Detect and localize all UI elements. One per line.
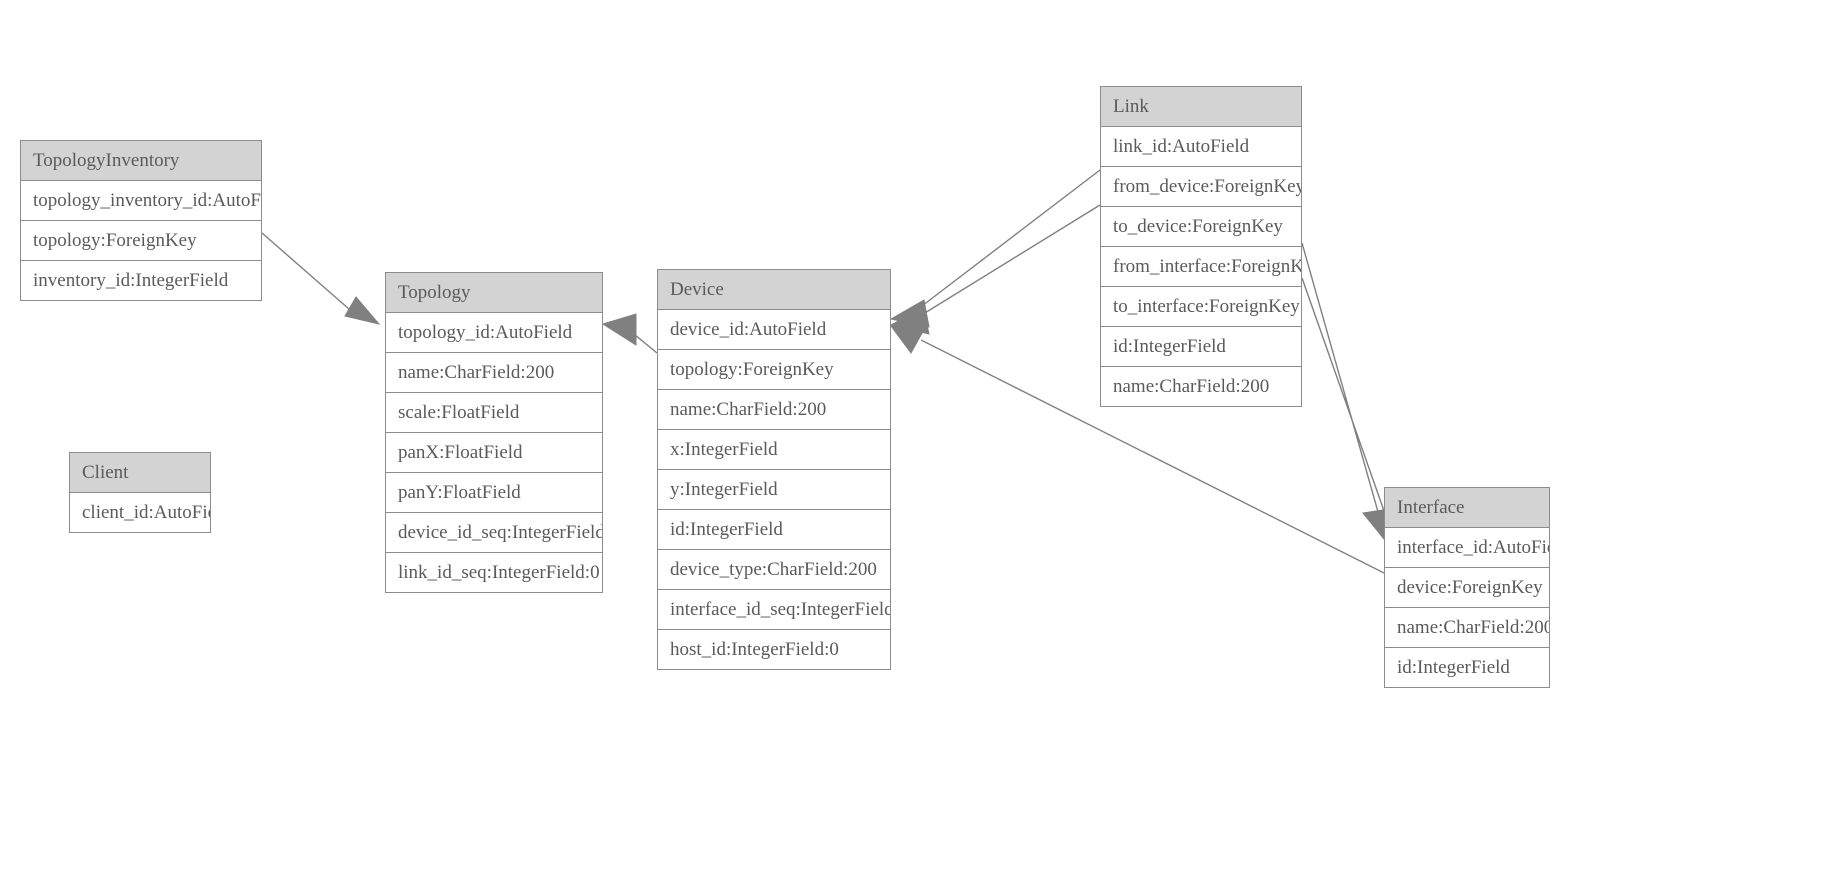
relationship-arrowhead bbox=[344, 296, 381, 325]
entity-field-list-interface: interface_id:AutoFielddevice:ForeignKeyn… bbox=[1385, 528, 1549, 688]
entity-field-row[interactable]: device_id_seq:IntegerField:0 bbox=[386, 513, 602, 553]
entity-field-row[interactable]: interface_id_seq:IntegerField:0 bbox=[658, 590, 890, 630]
entity-field-row[interactable]: panY:FloatField bbox=[386, 473, 602, 513]
entity-field-row[interactable]: interface_id:AutoField bbox=[1385, 528, 1549, 568]
entity-field-row[interactable]: link_id_seq:IntegerField:0 bbox=[398, 562, 600, 583]
entity-field-row[interactable]: link_id:AutoField bbox=[1101, 127, 1301, 167]
entity-field-row[interactable]: y:IntegerField bbox=[658, 470, 890, 510]
entity-field-row[interactable]: to_device:ForeignKey bbox=[1101, 207, 1301, 247]
entity-field-row[interactable]: name:CharField:200 bbox=[1385, 608, 1549, 648]
relationship-line bbox=[261, 232, 358, 317]
relationship-arrowhead bbox=[889, 299, 930, 328]
relationship-arrowhead bbox=[890, 325, 927, 354]
entity-field-row[interactable]: from_device:ForeignKey bbox=[1101, 167, 1301, 207]
entity-title-topology-inventory: TopologyInventory bbox=[21, 141, 261, 181]
entity-field-row[interactable]: topology:ForeignKey bbox=[658, 350, 890, 390]
relationship-device-to-topology bbox=[601, 313, 658, 354]
entity-field-row[interactable]: id:IntegerField bbox=[658, 510, 890, 550]
relationship-line bbox=[917, 169, 1101, 310]
entity-field-row[interactable]: device:ForeignKey bbox=[1385, 568, 1549, 608]
entity-field-row[interactable]: name:CharField:200 bbox=[1113, 376, 1270, 397]
entity-field-row[interactable]: panX:FloatField bbox=[386, 433, 602, 473]
entity-title-link: Link bbox=[1101, 87, 1301, 127]
relationship-arrowhead bbox=[889, 307, 930, 335]
entity-title-interface: Interface bbox=[1385, 488, 1549, 528]
entity-field-row[interactable]: from_interface:ForeignKey bbox=[1101, 247, 1301, 287]
entity-field-row[interactable]: name:CharField:200 bbox=[658, 390, 890, 430]
relationship-line bbox=[628, 329, 658, 354]
entity-field-row[interactable]: to_interface:ForeignKey bbox=[1101, 287, 1301, 327]
entity-field-row[interactable]: topology_id:AutoField bbox=[386, 313, 602, 353]
relationship-link-fromdevice-to-device bbox=[889, 169, 1101, 328]
entity-box-interface[interactable]: Interfaceinterface_id:AutoFielddevice:Fo… bbox=[1384, 487, 1550, 688]
entity-field-list-topology-inventory: topology_inventory_id:AutoFieldtopology:… bbox=[21, 181, 261, 301]
relationship-topologyinventory-to-topology bbox=[261, 232, 381, 325]
entity-title-topology: Topology bbox=[386, 273, 602, 313]
entity-field-row[interactable]: inventory_id:IntegerField bbox=[33, 270, 229, 291]
relationship-line bbox=[1301, 242, 1390, 527]
entity-field-row[interactable]: topology_inventory_id:AutoField bbox=[21, 181, 261, 221]
entity-field-row[interactable]: device_type:CharField:200 bbox=[658, 550, 890, 590]
relationship-link-interfaces-to-interface bbox=[1301, 242, 1397, 540]
entity-field-row[interactable]: id:IntegerField bbox=[1397, 657, 1510, 678]
entity-field-row[interactable]: topology:ForeignKey bbox=[21, 221, 261, 261]
relationship-line bbox=[919, 204, 1101, 317]
relationship-arrowhead bbox=[601, 313, 637, 346]
entity-field-row[interactable]: id:IntegerField bbox=[1101, 327, 1301, 367]
entity-field-row[interactable]: host_id:IntegerField:0 bbox=[670, 639, 839, 660]
entity-field-row[interactable]: client_id:AutoField bbox=[82, 502, 210, 523]
entity-field-row[interactable]: x:IntegerField bbox=[658, 430, 890, 470]
entity-field-row[interactable]: device_id:AutoField bbox=[658, 310, 890, 350]
entity-field-list-client: client_id:AutoField bbox=[70, 493, 210, 533]
entity-field-row[interactable]: scale:FloatField bbox=[386, 393, 602, 433]
entity-title-client: Client bbox=[70, 453, 210, 493]
entity-field-row[interactable]: name:CharField:200 bbox=[386, 353, 602, 393]
entity-title-device: Device bbox=[658, 270, 890, 310]
relationship-link-todevice-to-device bbox=[889, 204, 1101, 335]
entity-box-client[interactable]: Client client_id:AutoField bbox=[69, 452, 211, 533]
